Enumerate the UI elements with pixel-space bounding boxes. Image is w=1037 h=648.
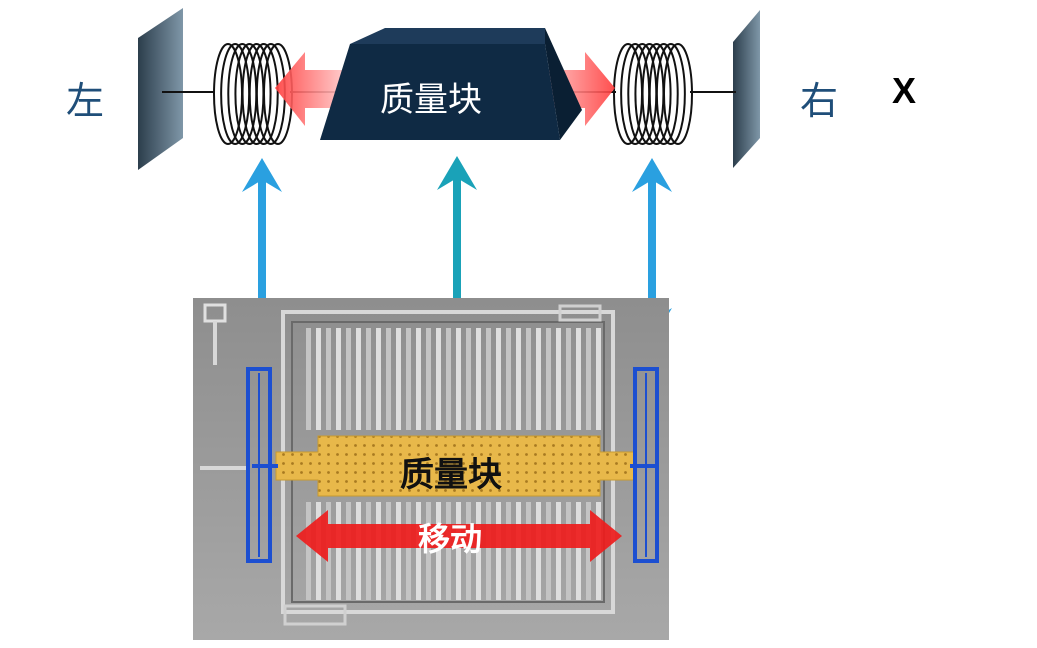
comb-finger [406,328,411,430]
comb-finger [596,328,601,430]
proof-mass-label: 质量块 [400,455,502,495]
right-label: 右 [800,79,839,123]
comb-finger [476,328,481,430]
comb-finger [406,502,411,600]
comb-finger [366,502,371,600]
left-wall [138,8,183,170]
comb-fingers [306,328,601,600]
comb-finger [446,502,451,600]
comb-finger [386,502,391,600]
comb-finger [416,502,421,600]
comb-finger [486,328,491,430]
comb-finger [426,502,431,600]
mass-block-label: 质量块 [380,80,482,120]
left-spring-frame [246,367,278,563]
comb-finger [376,328,381,430]
comb-finger [506,502,511,600]
move-label: 移动 [418,520,483,558]
mems-chip-image [193,298,669,640]
comb-finger [436,328,441,430]
spring-coil [648,43,679,145]
right-spring [613,43,693,145]
comb-finger [506,328,511,430]
comb-finger [476,502,481,600]
x-axis-label: X [892,70,917,111]
comb-finger [306,502,311,600]
mass-block [320,28,582,140]
comb-finger [466,502,471,600]
comb-finger [456,502,461,600]
comb-finger [566,502,571,600]
comb-finger [376,502,381,600]
spring-coil [248,43,279,145]
left-spring [213,43,293,145]
comb-finger [346,328,351,430]
comb-finger [526,502,531,600]
right-spring-frame [630,367,659,563]
comb-finger [566,328,571,430]
comb-finger [586,328,591,430]
comb-finger [556,328,561,430]
comb-finger [446,328,451,430]
comb-finger [426,328,431,430]
comb-finger [336,328,341,430]
comb-finger [456,328,461,430]
comb-finger [546,328,551,430]
comb-finger [536,502,541,600]
comb-finger [536,328,541,430]
comb-finger [366,328,371,430]
comb-finger [526,328,531,430]
spring-coil [655,43,686,145]
comb-finger [416,328,421,430]
comb-finger [466,328,471,430]
left-label: 左 [66,79,105,123]
comb-finger [436,502,441,600]
left-force-arrow [275,52,345,126]
comb-finger [496,328,501,430]
comb-finger [576,328,581,430]
spring-coil [663,43,693,145]
right-wall [733,10,760,168]
spring-coil [641,43,672,145]
comb-finger [346,502,351,600]
comb-finger [496,502,501,600]
comb-finger [576,502,581,600]
comb-finger [306,328,311,430]
comb-finger [316,328,321,430]
comb-finger [586,502,591,600]
comb-finger [356,328,361,430]
comb-finger [516,502,521,600]
comb-finger [486,502,491,600]
comb-finger [396,328,401,430]
spring-coil [241,43,272,145]
comb-finger [356,502,361,600]
comb-finger [396,502,401,600]
comb-finger [326,328,331,430]
move-arrow [296,510,622,562]
comb-finger [386,328,391,430]
comb-finger [516,328,521,430]
comb-finger [546,502,551,600]
comb-finger [556,502,561,600]
comb-finger [326,502,331,600]
comb-finger [336,502,341,600]
